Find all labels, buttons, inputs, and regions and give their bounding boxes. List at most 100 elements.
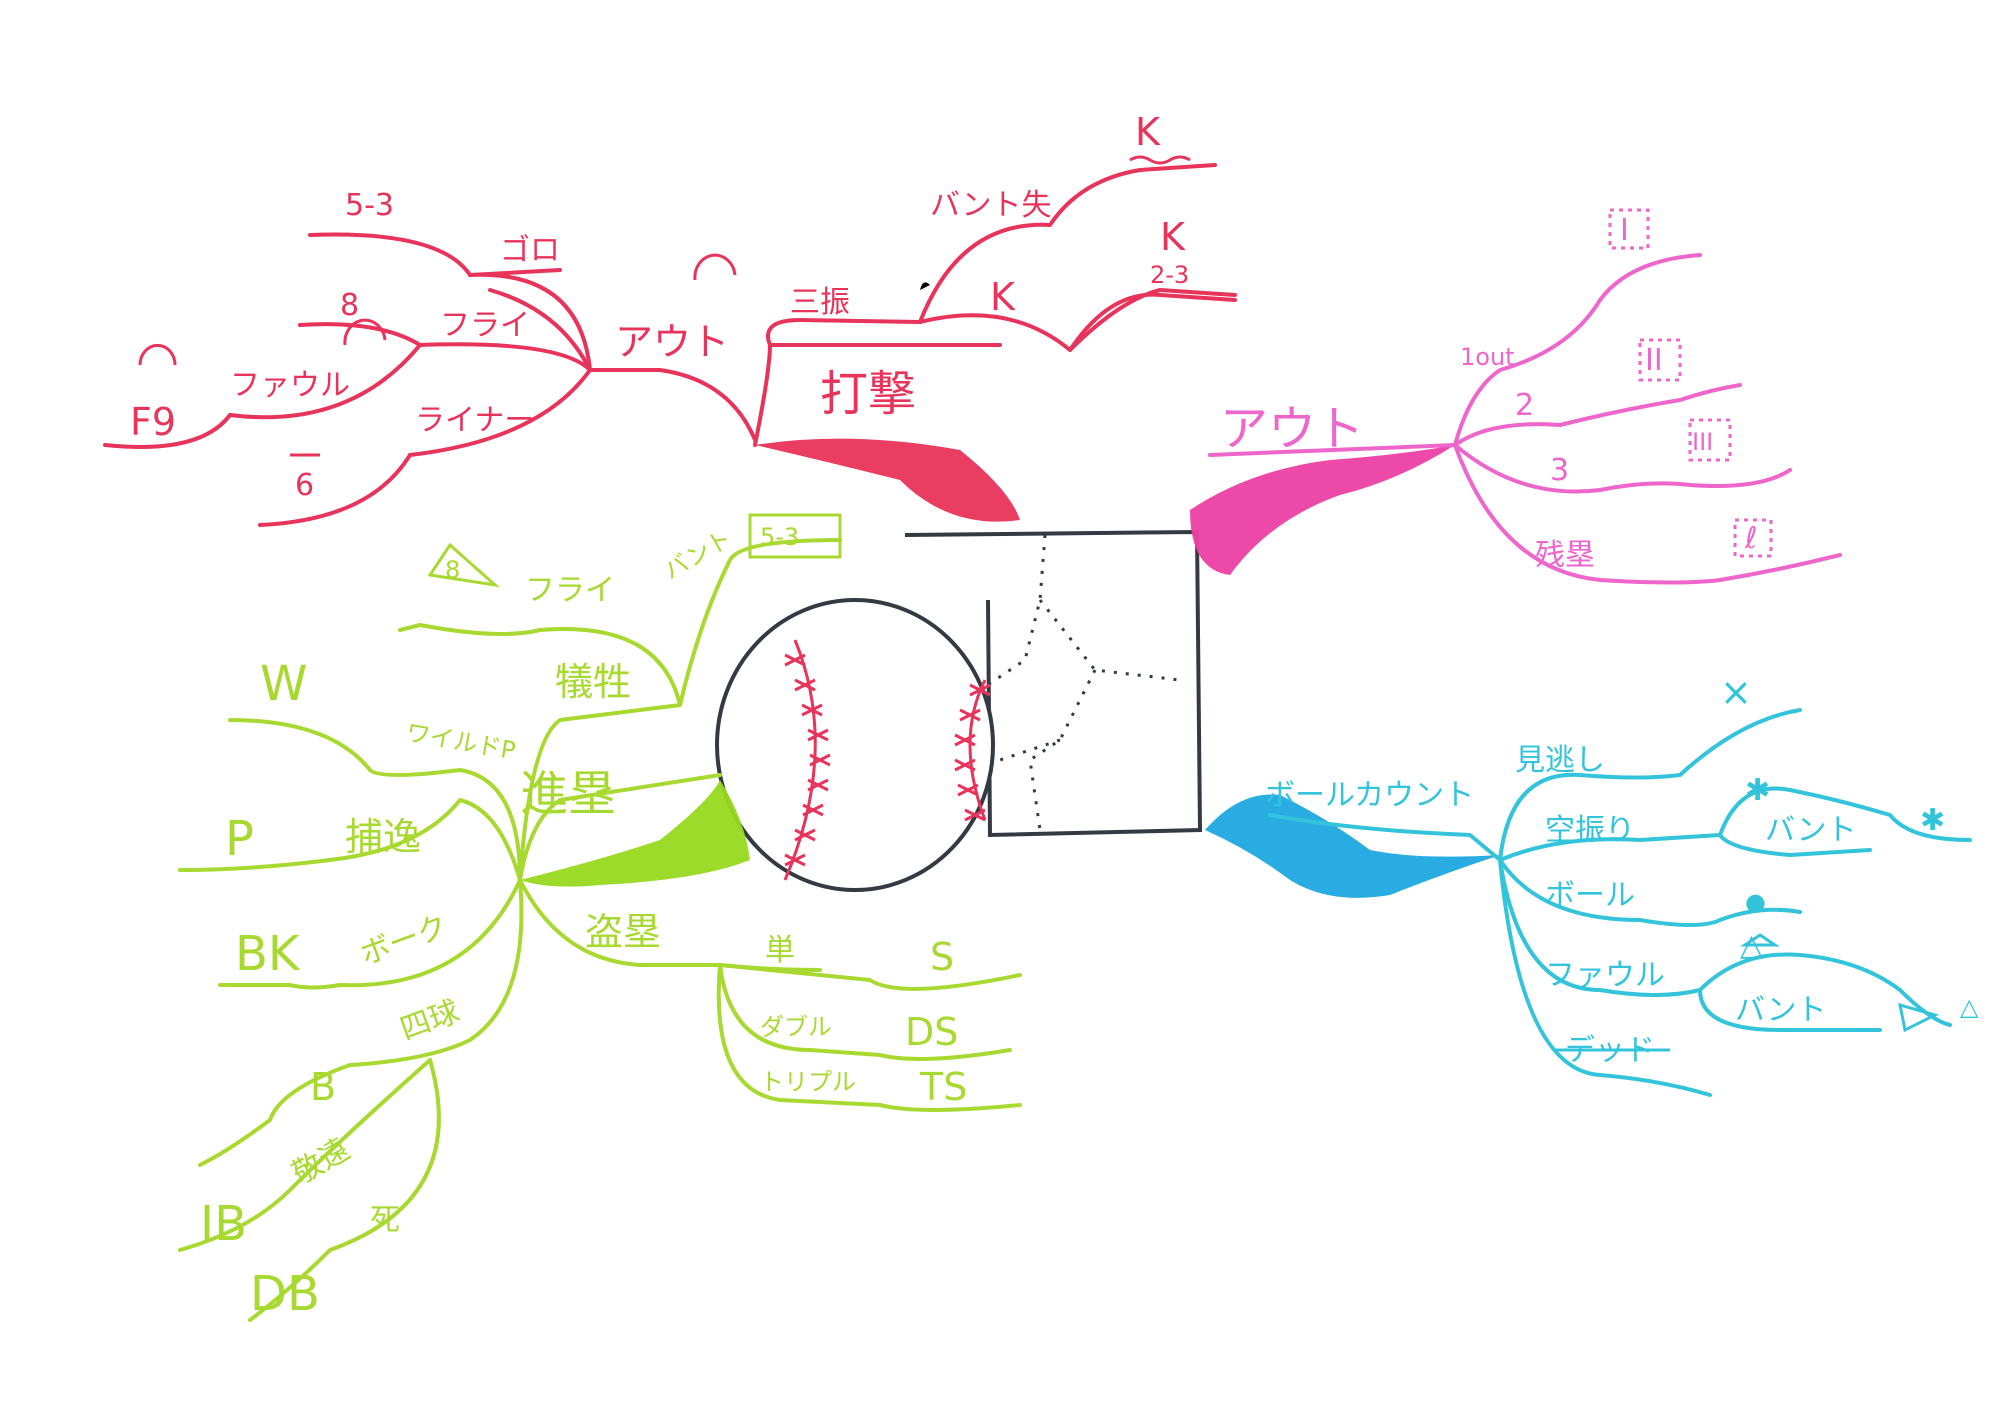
single-label: 単	[765, 933, 795, 968]
single-line	[718, 963, 1022, 991]
swing-label: 空振り	[1545, 813, 1635, 848]
batting-main-branch	[755, 438, 1020, 522]
four-ball-label: 四球	[396, 994, 464, 1047]
balk-bk-label: BK	[235, 926, 301, 982]
one-out-label: 1out	[1460, 343, 1515, 371]
mark-lob-box	[1733, 518, 1773, 558]
foul-triangle	[1740, 933, 1780, 947]
dead-ball-label: 死	[370, 1203, 400, 1238]
foul-bunt-label: バント	[1735, 993, 1827, 1028]
ball-line	[1498, 858, 1802, 927]
three-label: 3	[1550, 453, 1569, 488]
dead-line	[1498, 858, 1712, 1097]
fly-8-mark-arc	[343, 318, 387, 346]
foul-count-line	[1498, 858, 1952, 1027]
sac-fly-8-label: 8	[445, 556, 460, 584]
goro-line	[468, 268, 592, 372]
foul-bunt-triangle	[1898, 1002, 1940, 1033]
foul-f9-label: F9	[130, 400, 176, 444]
swing-bunt-mark: ✱	[1920, 803, 1945, 838]
bunt-fail-label: バント失	[930, 188, 1052, 223]
center-image	[715, 529, 1203, 892]
dead-ball-line	[248, 1058, 441, 1322]
swing-line	[1498, 786, 1972, 862]
out-title: アウト	[1220, 401, 1364, 457]
fly-line	[418, 342, 592, 372]
three-line	[1453, 443, 1792, 494]
fly-label: フライ	[440, 308, 530, 343]
triple-label: トリプル	[760, 1068, 856, 1096]
mark-lob-label: ℓ	[1744, 521, 1757, 556]
count-title: ボールカウント	[1265, 778, 1474, 813]
sac-fly-line	[398, 623, 682, 707]
triple-ts-label: TS	[919, 1065, 967, 1109]
advance-title: 進塁	[520, 766, 616, 822]
ball-label: ボール	[1545, 878, 1635, 913]
dead-label: デッド	[1565, 1033, 1655, 1068]
sac-fly-8-triangle	[427, 542, 500, 588]
sac-bunt-53-label: 5-3	[760, 523, 799, 551]
mark-2-label: II	[1645, 343, 1663, 378]
bunt-fail-line	[918, 163, 1217, 324]
four-ball-line	[198, 878, 524, 1167]
advance-main-branch	[520, 780, 750, 887]
baseball-icon	[715, 598, 995, 892]
mark-3-label: III	[1692, 428, 1713, 456]
lob-line	[1453, 443, 1842, 585]
ball-mark: ●	[1745, 888, 1766, 916]
db-label: DB	[250, 1266, 320, 1322]
sac-bunt-53-box	[748, 513, 842, 559]
liner-label: ライナー	[415, 403, 534, 438]
wild-w-label: W	[260, 656, 307, 712]
looking-label: 見逃し	[1515, 743, 1605, 778]
out-main-branch	[1190, 445, 1455, 575]
k2-label: K	[990, 275, 1016, 319]
k1-wave	[1129, 155, 1191, 165]
passed-label: 捕逸	[345, 815, 421, 859]
double-line	[718, 963, 1012, 1061]
advance-branch: 進塁 犠牲 フライ 8 バント 5-3 ワイルドP W 捕逸 P ボーク BK …	[178, 513, 1022, 1322]
mark-1-label: I	[1620, 213, 1629, 248]
liner-6-line	[258, 453, 412, 527]
two-label: 2	[1515, 388, 1534, 423]
batting-title: 打撃	[820, 366, 916, 422]
swing-mark: ✱	[1745, 773, 1770, 808]
goro-53-line	[308, 232, 472, 277]
batting-to-out-line	[488, 288, 757, 442]
mark-3-box	[1688, 418, 1732, 462]
foul-mark: △	[1740, 928, 1763, 963]
fly-8-line	[298, 322, 422, 347]
steal-label: 盗塁	[585, 910, 661, 954]
foul-bunt-line	[1698, 988, 1882, 1032]
foul-count-label: ファウル	[1545, 958, 1665, 993]
balk-label: ボーク	[356, 909, 453, 973]
wild-line	[228, 718, 522, 882]
ib-label: IB	[200, 1196, 247, 1252]
lob-label: 残塁	[1535, 538, 1595, 573]
fly-8-label: 8	[340, 288, 359, 323]
foul-line	[228, 343, 422, 420]
foul-bunt-mark: △	[1960, 993, 1979, 1021]
strikeout-label: 三振	[790, 285, 850, 320]
foul-f9-line	[103, 413, 232, 449]
liner-6-label: 6	[295, 468, 314, 503]
goro-label: ゴロ	[500, 233, 560, 268]
foul-f9-arc	[138, 343, 177, 366]
sac-fly-label: フライ	[525, 573, 615, 608]
batting-out-label: アウト	[615, 320, 729, 364]
sacrifice-line	[518, 538, 842, 882]
passed-p-label: P	[225, 811, 254, 867]
goro-53-label: 5-3	[345, 188, 394, 223]
balk-line	[218, 878, 522, 990]
looking-line	[1498, 708, 1802, 862]
k3-label: K	[1160, 215, 1186, 259]
count-main-branch	[1205, 794, 1500, 898]
steal-line	[518, 878, 822, 972]
two-line	[1453, 383, 1742, 447]
sac-bunt-label: バント	[659, 524, 736, 585]
k23-line	[1068, 292, 1237, 352]
foul-label: ファウル	[230, 368, 350, 403]
triple-line	[716, 963, 1022, 1112]
k1-label: K	[1135, 110, 1161, 154]
